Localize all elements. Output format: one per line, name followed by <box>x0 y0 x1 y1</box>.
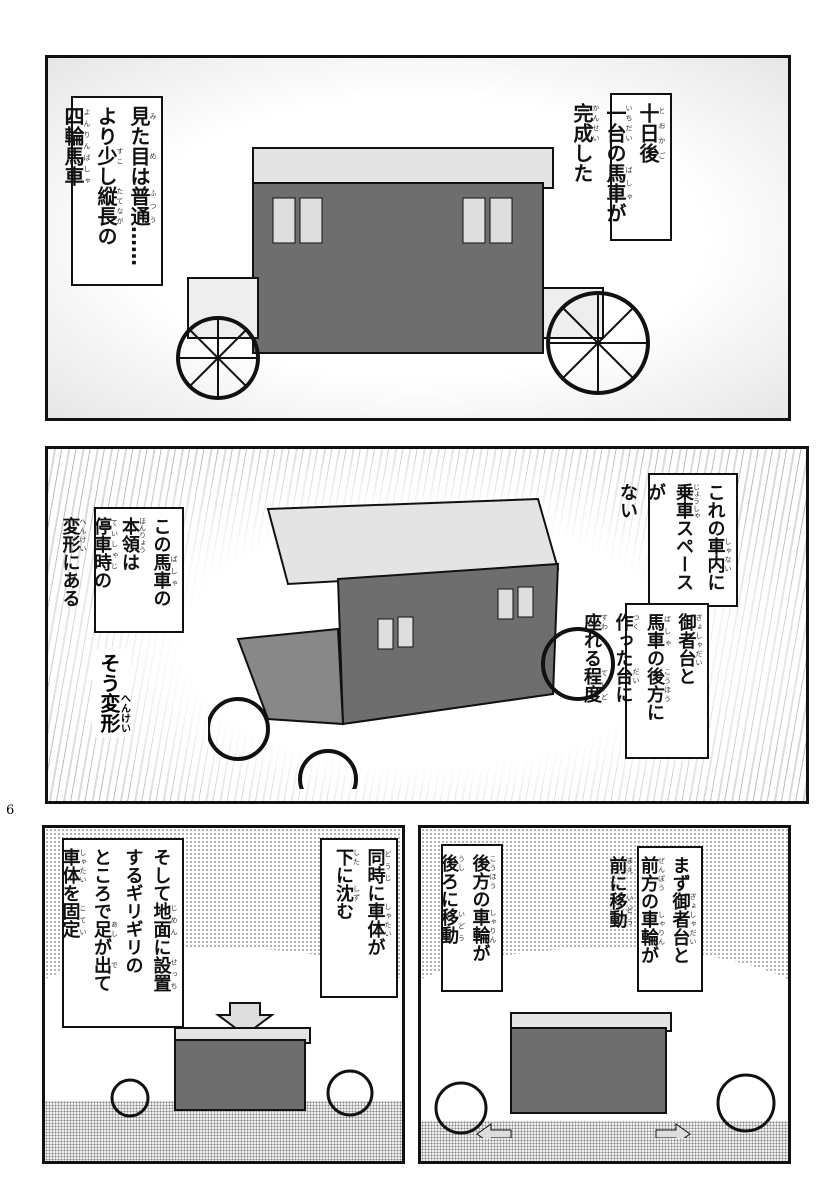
carriage-illustration <box>176 147 650 400</box>
caption-text: 見みた目めは普通ふつう……より少すこし縦長たてながの四輪馬車よんりんばしゃ <box>58 106 157 276</box>
caption-body-sinks: 同時どうじに車体しゃたいが下したに沈しずむ <box>320 838 398 998</box>
caption-line: 本領ほんりょうは停車時ていしゃじの <box>91 517 147 589</box>
caption-line: 作つくった台だいに <box>612 613 641 703</box>
caption-line: 変形へんけいにある <box>59 517 88 607</box>
caption-text: 十日後とおかご一台いちだいの馬車ばしゃが完成かんせいした <box>567 103 666 231</box>
ground <box>421 1121 788 1161</box>
caption-text: この馬車ばしゃの本領ほんりょうは停車時ていしゃじの変形へんけいにある <box>56 517 179 623</box>
caption-legs-fix: そして地面じめんに設置せっちするギリギリのところで足あしが出でて車体しゃたいを固… <box>60 838 184 1028</box>
caption-line: 馬車ばしゃの後方こうほうに <box>644 613 672 721</box>
caption-line: 四輪馬車よんりんばしゃ <box>61 106 91 186</box>
carriage-illustration <box>110 1002 374 1118</box>
caption-line: 御者台ぎょしゃだいと <box>675 613 704 685</box>
caption-appearance: 見みた目めは普通ふつう……より少すこし縦長たてながの四輪馬車よんりんばしゃ <box>61 96 163 286</box>
caption-line: 同時どうじに車体しゃたいが <box>364 848 393 956</box>
panel-carriage-perspective: これの車内しゃないに乗車じょうしゃスペースがない 御者台ぎょしゃだいと馬車ばしゃ… <box>45 446 809 804</box>
panel-body-lowers: 同時どうじに車体しゃたいが下したに沈しずむ そして地面じめんに設置せっちするギリ… <box>42 825 405 1164</box>
caption-seats: 御者台ぎょしゃだいと馬車ばしゃの後方こうほうに作つくった台だいに座すわれる程度て… <box>581 603 709 759</box>
caption-line: 前方ぜんぽうの車輪しゃりんが <box>638 856 666 964</box>
caption-rear-moves: 後方こうほうの車輪しゃりんが後うしろに移動いどう <box>438 844 503 992</box>
caption-line: 下したに沈しずむ <box>333 848 361 920</box>
caption-line: そして地面じめんに設置せっち <box>150 848 179 992</box>
caption-line: するギリギリの <box>122 848 144 974</box>
caption-line: 車体しゃたいを固定こてい <box>59 848 88 938</box>
caption-text: そして地面じめんに設置せっちするギリギリのところで足あしが出でて車体しゃたいを固… <box>56 848 179 1018</box>
caption-line: そう変形へんけい <box>97 653 130 733</box>
caption-line: 完成かんせいした <box>570 103 600 183</box>
caption-line: まず御者台ぎょしゃだいと <box>669 856 698 964</box>
caption-line: ない <box>617 483 638 519</box>
panel-wheels-move: まず御者台ぎょしゃだいと前方ぜんぽうの車輪しゃりんが前まえに移動いどう 後方こう… <box>418 825 791 1164</box>
caption-line: より少すこし縦長たてながの <box>94 106 124 246</box>
caption-text: これの車内しゃないに乗車じょうしゃスペースがない <box>613 483 732 597</box>
caption-line: 前まえに移動いどう <box>606 856 635 928</box>
caption-line: 見みた目めは普通ふつう…… <box>127 106 157 266</box>
caption-text: そう変形へんけい <box>94 653 130 733</box>
caption-line: 十日後とおかご <box>636 103 666 163</box>
caption-text: 同時どうじに車体しゃたいが下したに沈しずむ <box>329 848 392 988</box>
page-number: 6 <box>6 803 15 818</box>
caption-front-moves: まず御者台ぎょしゃだいと前方ぜんぽうの車輪しゃりんが前まえに移動いどう <box>607 846 703 992</box>
caption-line: 乗車じょうしゃスペースが <box>645 483 701 591</box>
caption-line: この馬車ばしゃの <box>150 517 179 607</box>
caption-text: 御者台ぎょしゃだいと馬車ばしゃの後方こうほうに作つくった台だいに座すわれる程度て… <box>577 613 703 749</box>
caption-line: これの車内しゃないに <box>704 483 733 591</box>
caption-transform: この馬車ばしゃの本領ほんりょうは停車時ていしゃじの変形へんけいにある <box>60 507 184 633</box>
caption-line: 一台いちだいの馬車ばしゃが <box>603 103 633 223</box>
carriage-illustration <box>208 497 615 789</box>
carriage-illustration <box>434 1012 776 1138</box>
caption-line: ところで足あしが出でて <box>91 848 119 992</box>
caption-text: 後方こうほうの車輪しゃりんが後うしろに移動いどう <box>434 854 497 982</box>
caption-line: 座すわれる程度ていど <box>581 613 609 703</box>
ground <box>45 1101 402 1161</box>
caption-completed: 十日後とおかご一台いちだいの馬車ばしゃが完成かんせいした <box>570 93 672 241</box>
caption-line: 後うしろに移動いどう <box>438 854 466 944</box>
panel-carriage-side-view: 十日後とおかご一台いちだいの馬車ばしゃが完成かんせいした 見みた目めは普通ふつう… <box>45 55 791 421</box>
caption-text: まず御者台ぎょしゃだいと前方ぜんぽうの車輪しゃりんが前まえに移動いどう <box>603 856 698 982</box>
caption-so-transform: そう変形へんけい <box>92 649 131 737</box>
caption-no-space: これの車内しゃないに乗車じょうしゃスペースがない <box>617 473 738 607</box>
caption-line: 後方こうほうの車輪しゃりんが <box>469 854 498 962</box>
